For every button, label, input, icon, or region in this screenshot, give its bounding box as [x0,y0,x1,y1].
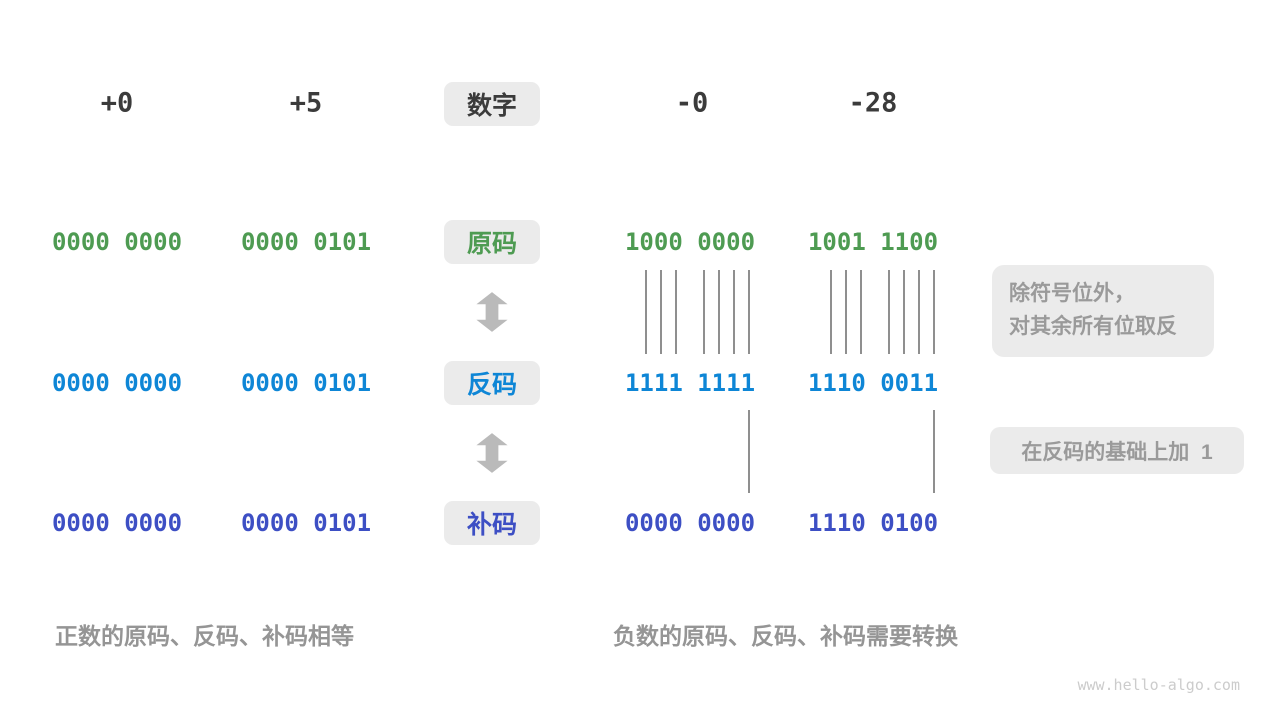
caption-positive-numbers: 正数的原码、反码、补码相等 [55,623,354,649]
bit-line [733,270,735,354]
annotation-add-one: 在反码的基础上加 1 [990,427,1244,474]
twos-complement-minus0: 0000 0000 [624,509,756,537]
ones-complement-minus0: 1111 1111 [624,369,756,397]
updown-arrow-icon [475,292,509,332]
bit-line [660,270,662,354]
sign-magnitude-plus5: 0000 0101 [240,228,372,256]
bit-line [918,270,920,354]
row-badge-ones-complement: 反码 [444,361,540,405]
add-one-line-minus28 [933,410,935,493]
bit-line [748,270,750,354]
ones-complement-minus28: 1110 0011 [807,369,939,397]
bit-invert-lines-minus28 [830,270,936,354]
bit-line [903,270,905,354]
header-badge-number: 数字 [444,82,540,126]
twos-complement-minus28: 1110 0100 [807,509,939,537]
bit-line [933,270,935,354]
decimal-value-plus0: +0 [100,87,134,119]
decimal-value-minus28: -28 [848,87,898,119]
bit-line [703,270,705,354]
row-badge-sign-magnitude: 原码 [444,220,540,264]
ones-complement-plus0: 0000 0000 [51,369,183,397]
bit-line [675,270,677,354]
sign-magnitude-minus0: 1000 0000 [624,228,756,256]
bit-line [718,270,720,354]
add-one-line-minus0 [748,410,750,493]
twos-complement-plus0: 0000 0000 [51,509,183,537]
annotation-invert-bits: 除符号位外， 对其余所有位取反 [992,265,1214,357]
bit-line [645,270,647,354]
bit-line [830,270,832,354]
caption-negative-numbers: 负数的原码、反码、补码需要转换 [613,623,958,649]
bit-line [845,270,847,354]
annotation-invert-line2: 对其余所有位取反 [1009,314,1177,338]
updown-arrow-icon [475,433,509,473]
annotation-invert-line1: 除符号位外， [1009,282,1135,305]
bit-line [888,270,890,354]
ones-complement-plus5: 0000 0101 [240,369,372,397]
watermark-hello-algo: www.hello-algo.com [1077,676,1240,694]
twos-complement-plus5: 0000 0101 [240,509,372,537]
sign-magnitude-minus28: 1001 1100 [807,228,939,256]
decimal-value-plus5: +5 [289,87,323,119]
bit-line [860,270,862,354]
bit-invert-lines-minus0 [645,270,751,354]
sign-magnitude-plus0: 0000 0000 [51,228,183,256]
row-badge-twos-complement: 补码 [444,501,540,545]
decimal-value-minus0: -0 [675,87,709,119]
